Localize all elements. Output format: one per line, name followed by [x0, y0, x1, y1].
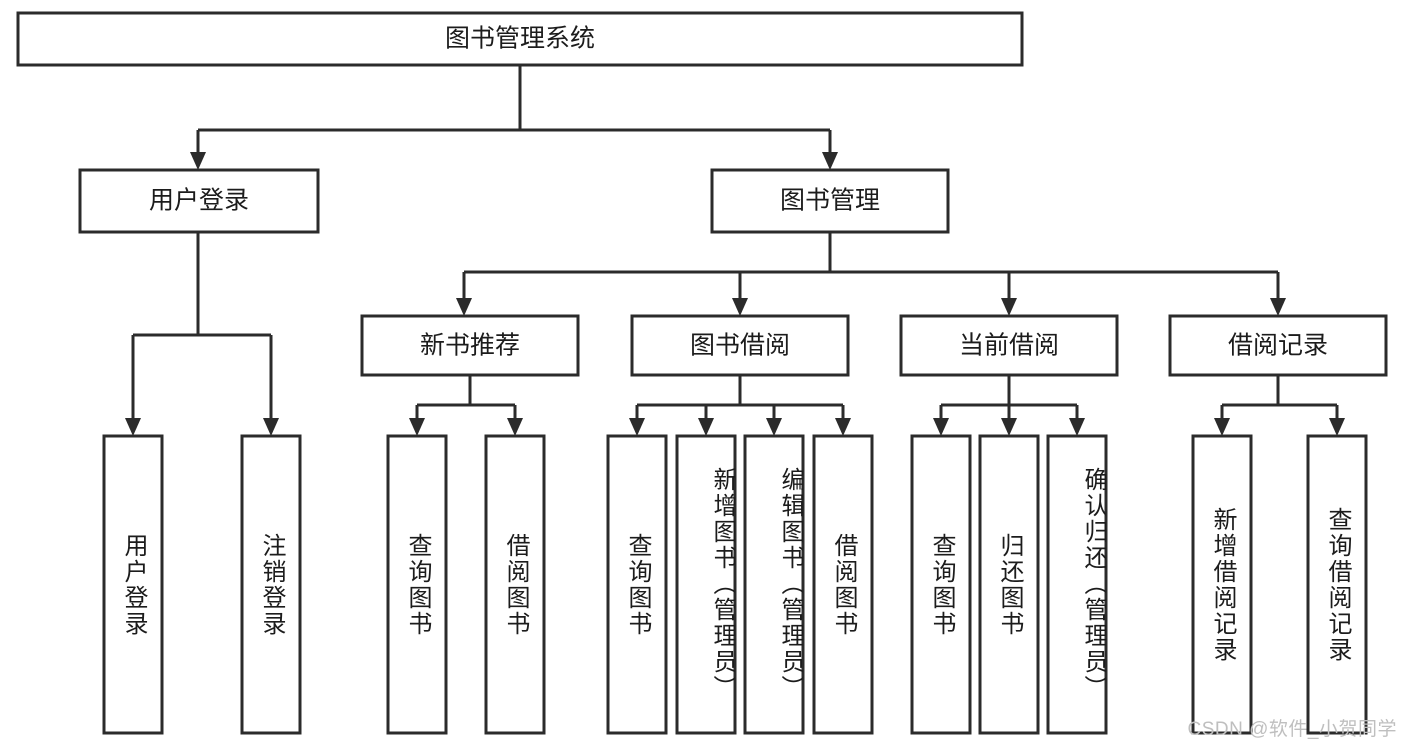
node-current-borrow[interactable]: 当前借阅 [899, 314, 1119, 377]
node-book-manage-box[interactable] [710, 168, 950, 234]
node-current-borrow-label: 当前借阅 [959, 332, 1059, 360]
leaf-currentborrow-query-book-label: 查询图书 [927, 532, 955, 637]
leaf-currentborrow-confirm-return-label-wrap: 确认归还（管理员） [1080, 466, 1106, 701]
leaf-bookborrow-borrow-book-label-wrap: 借阅图书 [829, 532, 857, 637]
node-new-book-recommend-box[interactable] [360, 314, 580, 377]
leaf-user-login-logout[interactable]: 注销登录 [240, 434, 302, 735]
connector-bookborrow-to-leaves [629, 375, 851, 436]
connector-newbook-to-leaves [409, 375, 523, 436]
leaf-user-login-login[interactable]: 用户登录 [102, 434, 164, 735]
leaf-borrowrecord-query-record-box[interactable] [1306, 434, 1368, 735]
leaf-currentborrow-confirm-return-box[interactable] [1046, 434, 1108, 735]
leaf-currentborrow-confirm-return-label: 确认归还（管理员） [1080, 466, 1106, 701]
leaf-currentborrow-return-book-box[interactable] [978, 434, 1040, 735]
connector-currentborrow-to-leaves [933, 375, 1085, 436]
node-borrow-record-label: 借阅记录 [1228, 332, 1328, 360]
leaf-bookborrow-add-book-label: 新增图书（管理员） [709, 466, 735, 701]
leaf-user-login-logout-box[interactable] [240, 434, 302, 735]
node-current-borrow-box[interactable] [899, 314, 1119, 377]
leaf-borrowrecord-query-record-label-wrap: 查询借阅记录 [1323, 506, 1351, 663]
leaf-bookborrow-borrow-book[interactable]: 借阅图书 [812, 434, 874, 735]
node-borrow-record-box[interactable] [1168, 314, 1388, 377]
leaf-borrowrecord-query-record[interactable]: 查询借阅记录 [1306, 434, 1368, 735]
node-user-login-box[interactable] [78, 168, 320, 234]
leaf-bookborrow-edit-book-label-wrap: 编辑图书（管理员） [777, 466, 803, 701]
leaf-bookborrow-query-book-label-wrap: 查询图书 [623, 532, 651, 637]
leaf-borrowrecord-add-record-label-wrap: 新增借阅记录 [1208, 506, 1236, 663]
node-user-login[interactable]: 用户登录 [78, 168, 320, 234]
leaf-newbook-query-book-label-wrap: 查询图书 [403, 532, 431, 637]
leaf-currentborrow-return-book-label: 归还图书 [995, 532, 1023, 637]
leaf-currentborrow-query-book-label-wrap: 查询图书 [927, 532, 955, 637]
leaf-user-login-logout-label-wrap: 注销登录 [257, 532, 285, 637]
connector-userlogin-to-leaves [125, 232, 279, 436]
leaf-user-login-login-label: 用户登录 [119, 532, 147, 637]
leaf-user-login-login-label-wrap: 用户登录 [119, 532, 147, 637]
node-book-borrow[interactable]: 图书借阅 [630, 314, 850, 377]
leaf-borrowrecord-add-record[interactable]: 新增借阅记录 [1191, 434, 1253, 735]
leaf-bookborrow-query-book-label: 查询图书 [623, 532, 651, 637]
node-root-label: 图书管理系统 [445, 25, 595, 53]
leaf-bookborrow-borrow-book-box[interactable] [812, 434, 874, 735]
connector-borrowrecord-to-leaves [1214, 375, 1345, 436]
leaf-bookborrow-add-book-box[interactable] [675, 434, 737, 735]
leaf-currentborrow-query-book[interactable]: 查询图书 [910, 434, 972, 735]
leaf-bookborrow-edit-book[interactable]: 编辑图书（管理员） [743, 434, 805, 735]
node-book-borrow-box[interactable] [630, 314, 850, 377]
csdn-watermark: CSDN @软件_小贺同学 [1187, 719, 1397, 740]
leaf-borrowrecord-add-record-box[interactable] [1191, 434, 1253, 735]
node-new-book-recommend-label: 新书推荐 [420, 332, 520, 360]
leaf-newbook-query-book[interactable]: 查询图书 [386, 434, 448, 735]
leaf-borrowrecord-query-record-label: 查询借阅记录 [1323, 506, 1351, 663]
leaf-currentborrow-query-book-box[interactable] [910, 434, 972, 735]
node-root-box[interactable] [16, 11, 1024, 67]
leaf-currentborrow-confirm-return[interactable]: 确认归还（管理员） [1046, 434, 1108, 735]
leaf-bookborrow-edit-book-box[interactable] [743, 434, 805, 735]
leaf-newbook-borrow-book-label-wrap: 借阅图书 [501, 532, 529, 637]
leaf-newbook-borrow-book-label: 借阅图书 [501, 532, 529, 637]
leaf-bookborrow-borrow-book-label: 借阅图书 [829, 532, 857, 637]
leaf-currentborrow-return-book-label-wrap: 归还图书 [995, 532, 1023, 637]
leaf-bookborrow-add-book[interactable]: 新增图书（管理员） [675, 434, 737, 735]
leaf-currentborrow-return-book[interactable]: 归还图书 [978, 434, 1040, 735]
leaf-user-login-login-box[interactable] [102, 434, 164, 735]
leaf-newbook-query-book-label: 查询图书 [403, 532, 431, 637]
node-book-borrow-label: 图书借阅 [690, 332, 790, 360]
node-borrow-record[interactable]: 借阅记录 [1168, 314, 1388, 377]
leaf-newbook-query-book-box[interactable] [386, 434, 448, 735]
connector-root-to-level2 [190, 65, 838, 170]
leaf-user-login-logout-label: 注销登录 [257, 532, 285, 637]
leaf-bookborrow-query-book-box[interactable] [606, 434, 668, 735]
leaf-bookborrow-add-book-label-wrap: 新增图书（管理员） [709, 466, 735, 701]
leaf-bookborrow-query-book[interactable]: 查询图书 [606, 434, 668, 735]
node-book-manage[interactable]: 图书管理 [710, 168, 950, 234]
leaf-borrowrecord-add-record-label: 新增借阅记录 [1208, 506, 1236, 663]
connector-bookmanage-to-level3 [456, 232, 1286, 316]
leaf-bookborrow-edit-book-label: 编辑图书（管理员） [777, 466, 803, 701]
node-root[interactable]: 图书管理系统 [16, 11, 1024, 67]
leaf-newbook-borrow-book[interactable]: 借阅图书 [484, 434, 546, 735]
leaf-newbook-borrow-book-box[interactable] [484, 434, 546, 735]
node-book-manage-label: 图书管理 [780, 187, 880, 215]
node-user-login-label: 用户登录 [149, 187, 249, 215]
node-new-book-recommend[interactable]: 新书推荐 [360, 314, 580, 377]
